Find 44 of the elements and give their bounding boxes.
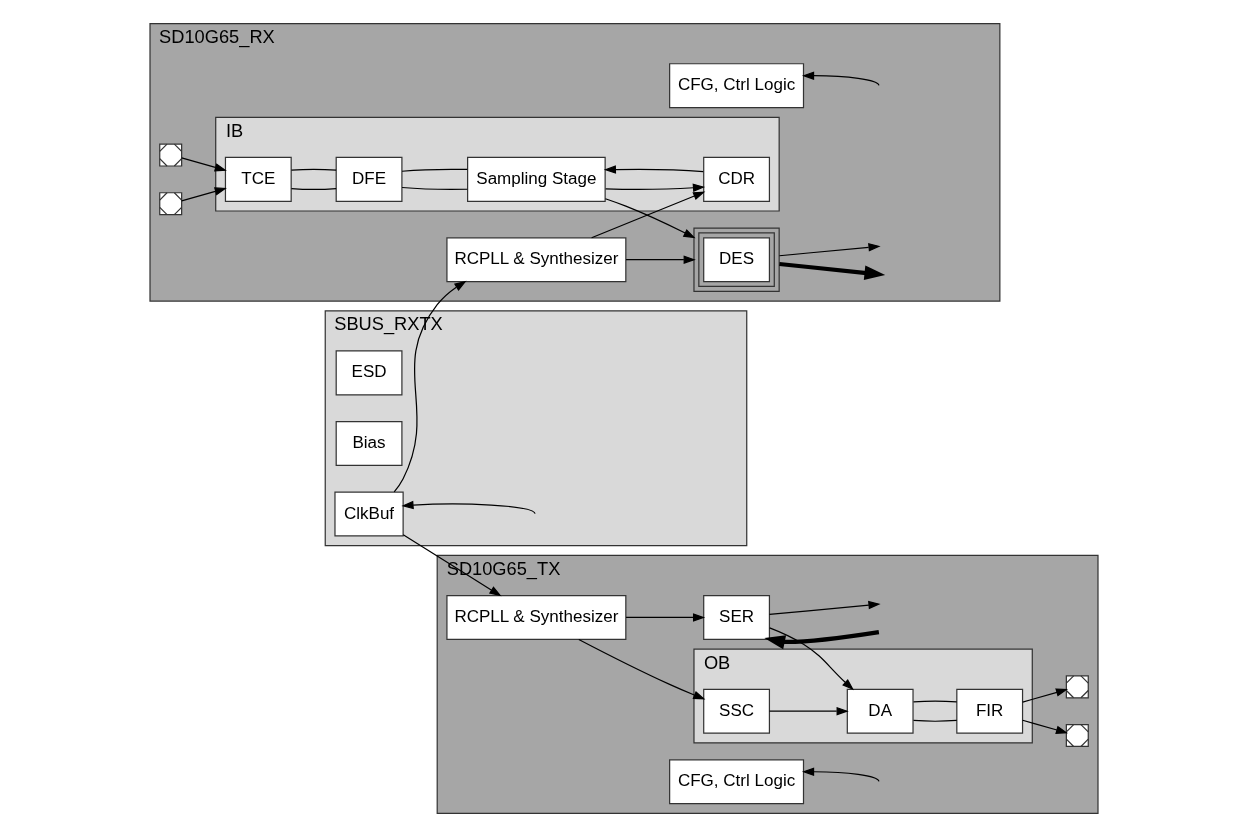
arrow [1021, 687, 1068, 703]
arrow [1021, 719, 1068, 734]
node-box: DFE [335, 156, 403, 202]
node-box: Sampling Stage [466, 156, 606, 202]
connector [290, 187, 337, 190]
arrow [624, 254, 696, 264]
arrow [402, 533, 502, 596]
node-box: CFG, Ctrl Logic [668, 62, 804, 108]
node-box: DES [692, 226, 780, 292]
arrow [768, 706, 849, 715]
node-box: ClkBuf [333, 491, 404, 537]
connector [400, 168, 468, 172]
node-box: TCE [224, 156, 292, 202]
node-box: CDR [702, 156, 770, 202]
node-box: CFG, Ctrl Logic [668, 758, 804, 804]
node-box: Bias [335, 420, 403, 466]
arrow [778, 242, 881, 256]
node-box: DA [846, 688, 914, 734]
node-box: ESD [335, 349, 403, 395]
arrow [180, 186, 227, 202]
node-box: SSC [702, 688, 770, 734]
arrow [624, 612, 705, 622]
node-box: SER [702, 594, 770, 640]
arrow [801, 766, 880, 782]
node-box: FIR [955, 688, 1023, 734]
arrow [801, 70, 880, 86]
arrow [577, 638, 705, 700]
arrow [768, 626, 854, 690]
node-box: RCPLL & Synthesizer [445, 236, 626, 282]
arrow [778, 261, 885, 280]
arrow [603, 164, 704, 174]
arrow [393, 280, 467, 493]
arrow [400, 500, 536, 514]
arrow [604, 183, 705, 192]
arrow [768, 600, 881, 615]
arrow [763, 629, 879, 649]
arrow [180, 156, 227, 171]
arrow [590, 191, 705, 238]
connector [290, 168, 337, 171]
connector [912, 700, 957, 702]
arrow [604, 197, 696, 238]
connector [912, 719, 957, 722]
connector [400, 186, 468, 190]
node-box: RCPLL & Synthesizer [445, 594, 626, 640]
